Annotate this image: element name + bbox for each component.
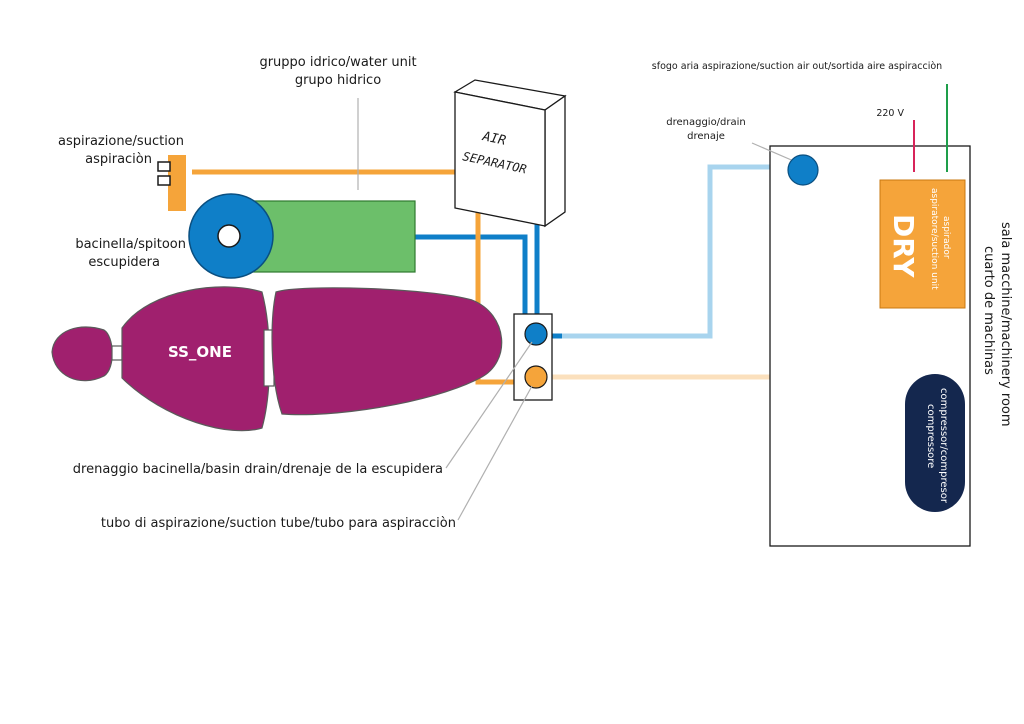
- air-separator: [453, 79, 567, 228]
- dry-label: DRY: [887, 214, 920, 278]
- water-unit-label-2: grupo hidrico: [295, 73, 381, 88]
- chair-label: SS_ONE: [168, 343, 232, 361]
- drain-label-2: drenaje: [687, 131, 725, 142]
- dry-sub-label-1: aspiratore/suction unit: [929, 188, 939, 290]
- separator-orange-pipe: [475, 212, 520, 385]
- suction-handpiece-connector-bottom: [157, 175, 171, 186]
- spitoon-drain-hole: [217, 224, 241, 248]
- spitoon-label-2: escupidera: [88, 255, 160, 270]
- water-unit-label-1: gruppo idrico/water unit: [259, 55, 416, 70]
- suction-tube-connector: [524, 365, 548, 389]
- suction-tube-pointer: [457, 385, 533, 521]
- drain-line-light-blue: [550, 164, 790, 339]
- suction-handpiece: [168, 155, 186, 211]
- suction-tube-label: tubo di aspirazione/suction tube/tubo pa…: [101, 516, 456, 531]
- drain-pointer: [751, 142, 797, 163]
- air-separator-label-1: AIR: [480, 129, 507, 149]
- suction-label-2: aspiraciòn: [85, 152, 152, 167]
- compressor: [905, 374, 965, 512]
- chair-headrest: [51, 326, 113, 382]
- dry-sub-label-2: aspirador: [941, 216, 951, 259]
- dry-suction-unit: [879, 179, 966, 309]
- drain-label-1: drenaggio/drain: [666, 117, 746, 128]
- air-out-label: sfogo aria aspirazione/suction air out/s…: [652, 61, 942, 72]
- basin-drain-pointer: [445, 341, 533, 469]
- dental-chair: [51, 286, 503, 432]
- room-label-2: cuarto de machinas: [981, 246, 996, 375]
- air-separator-side: [544, 94, 566, 228]
- compressor-label-1: compressore: [925, 404, 936, 468]
- spitoon-label-1: bacinella/spitoon: [75, 237, 186, 252]
- suction-label-1: aspirazione/suction: [58, 134, 184, 149]
- chair-neck: [111, 345, 123, 361]
- air-separator-front: [454, 91, 546, 227]
- drain-connector: [787, 154, 819, 186]
- voltage-label: 220 V: [876, 108, 904, 119]
- suction-handpiece-connector-top: [157, 161, 171, 172]
- basin-drain-connector: [524, 322, 548, 346]
- room-label-1: sala macchine/machinery room: [998, 222, 1013, 427]
- compressor-label-2: compressor/compresor: [938, 388, 949, 504]
- basin-drain-label: drenaggio bacinella/basin drain/drenaje …: [73, 462, 443, 477]
- chair-seat: [271, 287, 503, 416]
- water-unit-box: [251, 200, 416, 273]
